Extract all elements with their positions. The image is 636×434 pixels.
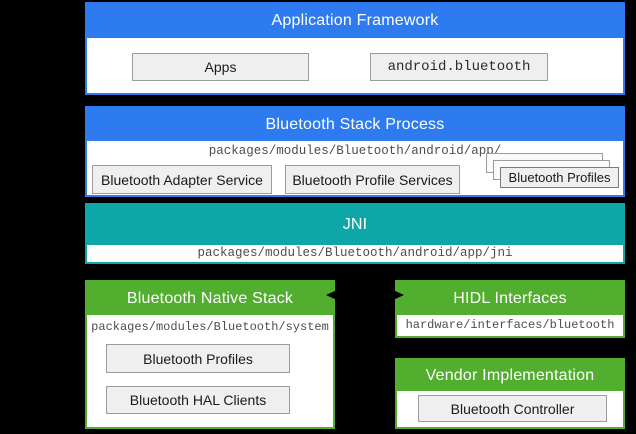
arrowhead-left-icon [326,290,337,300]
bluetooth-controller-label: Bluetooth Controller [451,401,575,417]
jni-header: JNI [87,205,623,245]
bluetooth-stack-process-title: Bluetooth Stack Process [266,116,445,134]
android-bluetooth-box-label: android.bluetooth [388,59,531,75]
vendor-implementation-title: Vendor Implementation [426,367,595,385]
arrowhead-right-icon [393,290,404,300]
bluetooth-native-stack-section: Bluetooth Native Stack packages/modules/… [85,280,335,429]
bluetooth-controller-box: Bluetooth Controller [418,395,607,422]
jni-title: JNI [343,216,368,234]
bluetooth-hal-clients-label: Bluetooth HAL Clients [130,392,266,408]
vendor-implementation-body: Bluetooth Controller [397,391,623,427]
hidl-interfaces-body: hardware/interfaces/bluetooth [397,315,623,336]
hidl-path: hardware/interfaces/bluetooth [397,315,623,336]
bluetooth-profiles-stack-label: Bluetooth Profiles [509,170,611,185]
bluetooth-adapter-service-box: Bluetooth Adapter Service [92,165,272,194]
application-framework-body: Apps android.bluetooth [87,38,623,93]
application-framework-section: Application Framework Apps android.bluet… [85,2,625,95]
apps-box-label: Apps [205,59,237,75]
bluetooth-hal-clients-box: Bluetooth HAL Clients [106,386,290,414]
jni-path: packages/modules/Bluetooth/android/app/j… [87,245,623,262]
bluetooth-native-stack-title: Bluetooth Native Stack [127,290,293,308]
bluetooth-native-stack-body: packages/modules/Bluetooth/system Blueto… [87,315,333,427]
hidl-interfaces-title: HIDL Interfaces [453,290,567,308]
bluetooth-stack-process-section: Bluetooth Stack Process packages/modules… [85,106,625,197]
hidl-interfaces-header: HIDL Interfaces [397,282,623,315]
vendor-implementation-header: Vendor Implementation [397,360,623,391]
bluetooth-adapter-service-label: Bluetooth Adapter Service [101,172,263,188]
bluetooth-profile-services-label: Bluetooth Profile Services [292,172,452,188]
application-framework-title: Application Framework [272,12,439,30]
bluetooth-stack-process-body: packages/modules/Bluetooth/android/app/ … [87,141,623,195]
jni-body: packages/modules/Bluetooth/android/app/j… [87,245,623,262]
bluetooth-stack-process-header: Bluetooth Stack Process [87,108,623,141]
native-bluetooth-profiles-label: Bluetooth Profiles [143,351,253,367]
native-bluetooth-profiles-box: Bluetooth Profiles [106,344,290,373]
android-bluetooth-box: android.bluetooth [370,53,548,81]
jni-section: JNI packages/modules/Bluetooth/android/a… [85,203,625,264]
apps-box: Apps [132,53,309,81]
bluetooth-native-stack-header: Bluetooth Native Stack [87,282,333,315]
application-framework-header: Application Framework [87,4,623,38]
hidl-interfaces-section: HIDL Interfaces hardware/interfaces/blue… [395,280,625,338]
native-hidl-arrow [326,289,404,301]
bluetooth-profiles-stack-front-box: Bluetooth Profiles [500,167,619,188]
bluetooth-profile-services-box: Bluetooth Profile Services [285,165,460,194]
native-stack-path: packages/modules/Bluetooth/system [87,315,333,334]
vendor-implementation-section: Vendor Implementation Bluetooth Controll… [395,358,625,429]
